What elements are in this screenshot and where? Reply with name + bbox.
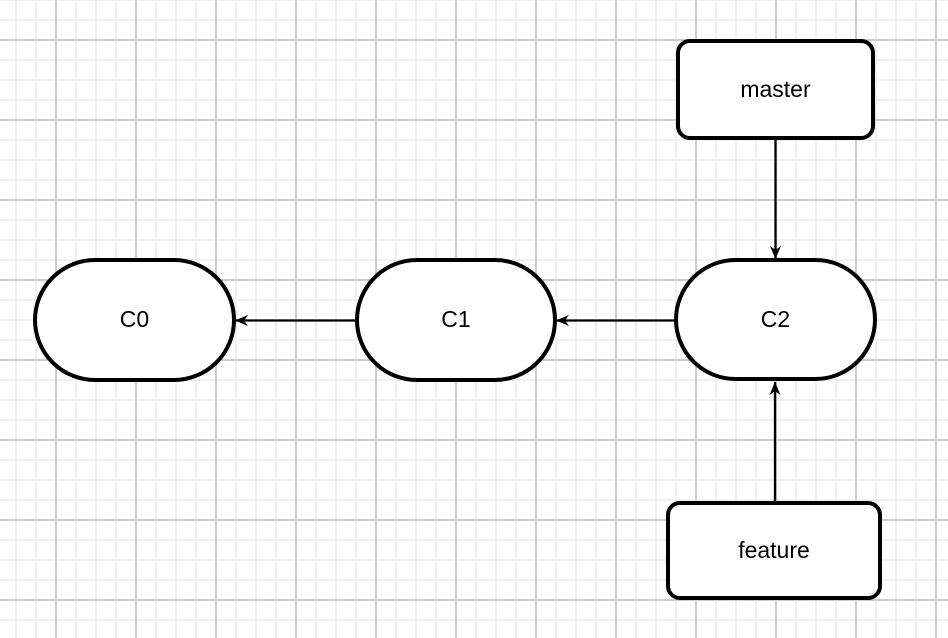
branch-node-feature: feature	[666, 501, 882, 600]
branch-label-master: master	[740, 75, 811, 102]
branch-node-master: master	[676, 39, 875, 140]
commit-node-c2: C2	[674, 258, 877, 381]
branch-label-feature: feature	[738, 536, 810, 563]
commit-node-c0: C0	[33, 258, 236, 382]
commit-label-c0: C0	[119, 306, 150, 333]
commit-label-c2: C2	[760, 305, 791, 332]
commit-node-c1: C1	[355, 258, 557, 382]
commit-label-c1: C1	[441, 306, 471, 333]
